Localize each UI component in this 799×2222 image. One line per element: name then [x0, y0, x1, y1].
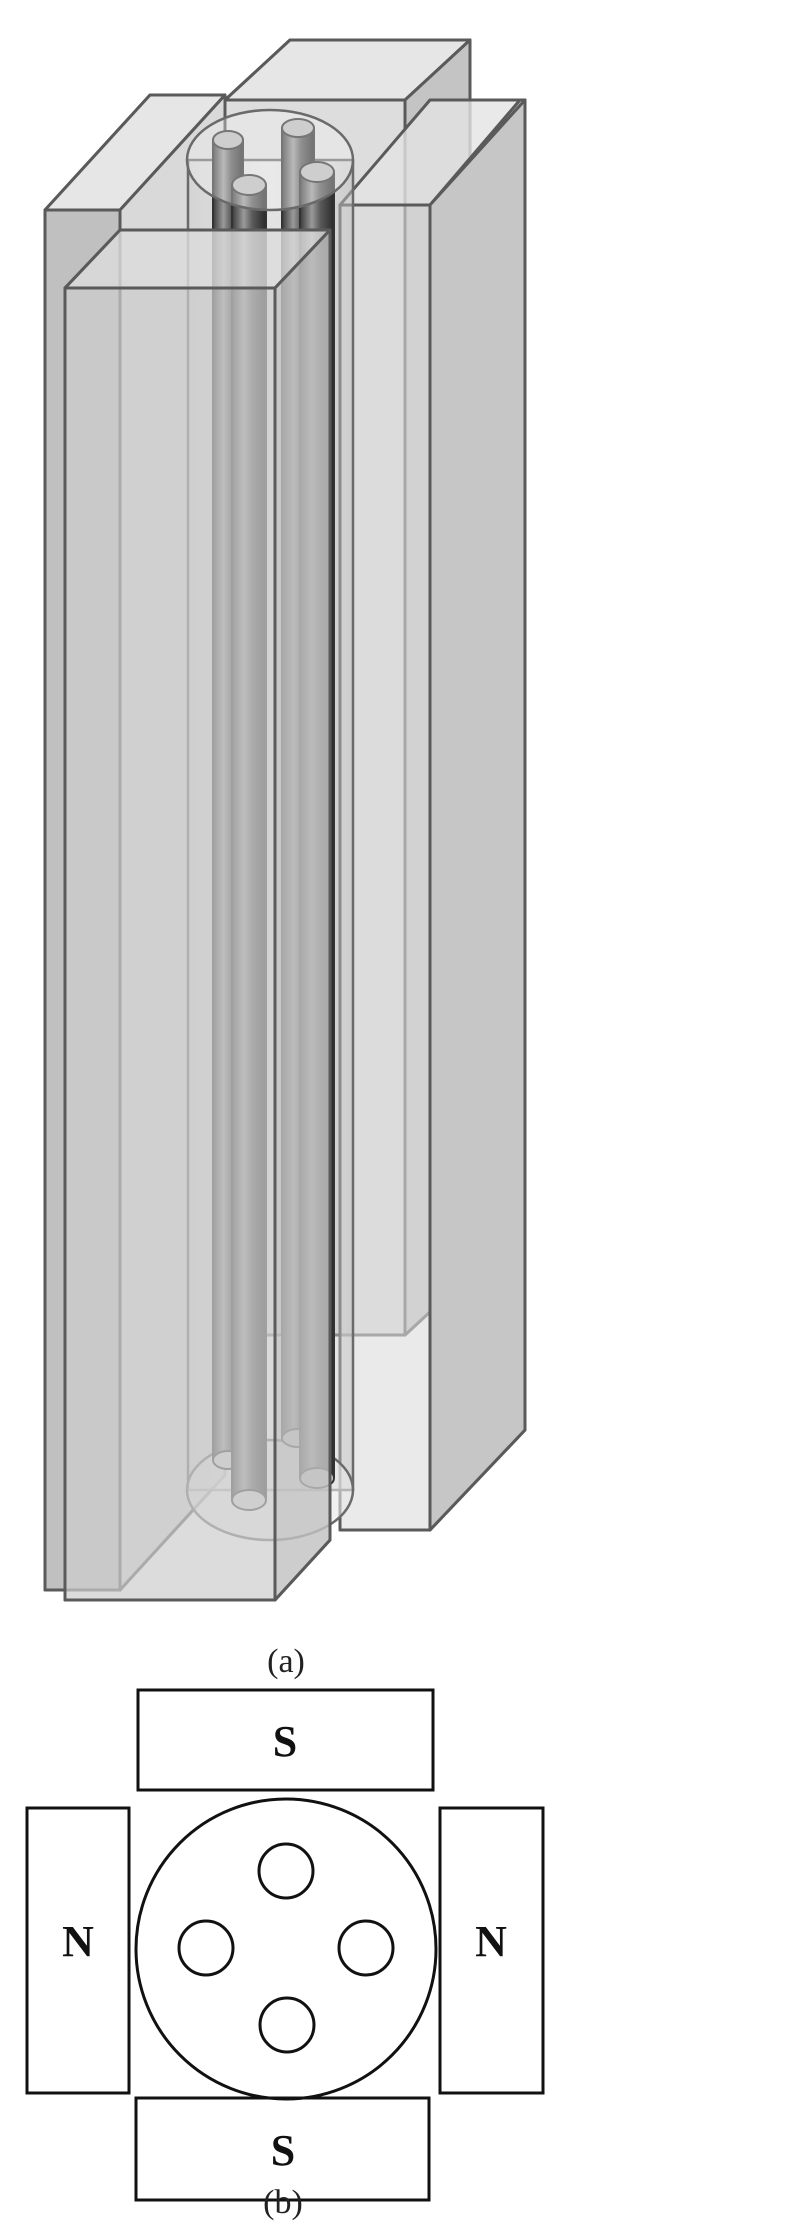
figure-b-caption: (b): [263, 2184, 303, 2221]
tube-cross-section: [134, 1797, 438, 2101]
rod-left-cross-section: [177, 1919, 235, 1977]
pole-label-left: N: [62, 1917, 94, 1966]
magnet-top: [136, 1688, 435, 1792]
figure-a-3d-view: [43, 38, 527, 1602]
rod-right-cross-section: [337, 1919, 395, 1977]
rod-top-cross-section: [257, 1842, 315, 1900]
figure-b-cross-section: [25, 1688, 545, 2202]
rod-bottom-cross-section: [258, 1996, 316, 2054]
magnet-right-2d: [438, 1806, 545, 2095]
magnet-front: [63, 228, 332, 1602]
pole-label-right: N: [475, 1917, 507, 1966]
magnet-left-2d: [25, 1806, 131, 2095]
pole-label-bottom: S: [271, 2126, 295, 2175]
figure-a-caption: (a): [267, 1643, 305, 1680]
pole-label-top: S: [273, 1717, 297, 1766]
magnet-right: [338, 98, 527, 1532]
